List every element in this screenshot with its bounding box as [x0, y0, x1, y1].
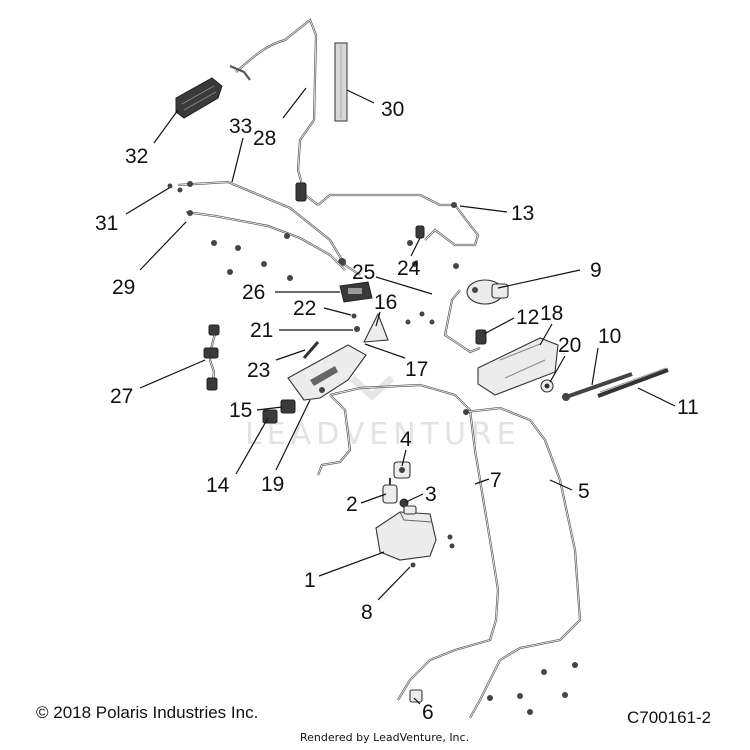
part-24-clip — [415, 225, 425, 239]
callout-28: 28 — [253, 127, 276, 150]
callout-11: 11 — [677, 396, 699, 419]
part-7-tube — [316, 383, 500, 701]
part-5-tube — [463, 406, 582, 719]
callout-27: 27 — [110, 385, 133, 408]
figure-id: C700161-2 — [627, 708, 712, 727]
watermark-logo — [349, 375, 395, 401]
callout-32: 32 — [125, 145, 148, 168]
callout-25: 25 — [352, 261, 375, 284]
callout-3: 3 — [425, 483, 437, 506]
callout-4: 4 — [400, 428, 412, 451]
part-29-harness — [185, 210, 346, 271]
part-31-screws — [167, 183, 183, 193]
part-19-plate — [287, 344, 367, 401]
copyright-text: © 2018 Polaris Industries Inc. — [36, 703, 259, 722]
part-28-hose — [229, 18, 319, 206]
callout-12: 12 — [516, 306, 539, 329]
callout-22: 22 — [293, 297, 316, 320]
part-22-nut — [351, 313, 357, 319]
callout-13: 13 — [511, 202, 534, 225]
part-8-screws — [410, 534, 455, 568]
callout-17: 17 — [405, 358, 428, 381]
part-6-nozzle — [409, 689, 423, 703]
part-21-screw — [354, 326, 360, 332]
callout-16: 16 — [374, 291, 397, 314]
leader-lines — [125, 87, 676, 705]
part-9-motor — [443, 279, 509, 354]
scattered-fasteners — [211, 233, 578, 715]
callout-31: 31 — [95, 212, 118, 235]
part-4-cap — [393, 461, 411, 479]
part-16-bracket — [363, 312, 389, 343]
part-10-wiper-arm — [562, 372, 633, 401]
callout-14: 14 — [206, 474, 230, 497]
part-30-rod — [334, 42, 348, 122]
callout-9: 9 — [590, 259, 602, 282]
callout-20: 20 — [558, 334, 581, 357]
callout-33: 33 — [229, 115, 252, 138]
part-13-harness — [317, 193, 480, 247]
part-20-grommet — [540, 379, 554, 393]
callout-5: 5 — [578, 480, 590, 503]
callout-18: 18 — [540, 302, 563, 325]
part-27-harness — [203, 324, 220, 391]
part-18-cover — [477, 337, 559, 396]
part-11-wiper-blade — [597, 367, 669, 398]
callout-21: 21 — [250, 319, 273, 342]
callout-30: 30 — [381, 98, 404, 121]
rendered-by-text: Rendered by LeadVenture, Inc. — [300, 731, 470, 744]
watermark: LEADVENTURE — [245, 417, 521, 452]
part-1-reservoir — [375, 505, 437, 561]
part-2-pump — [382, 478, 398, 504]
callout-29: 29 — [112, 276, 135, 299]
callout-10: 10 — [598, 325, 621, 348]
part-26-plate — [339, 281, 373, 303]
callout-1: 1 — [304, 569, 316, 592]
part-14-switch — [262, 409, 278, 424]
callout-23: 23 — [247, 359, 270, 382]
part-15-switch — [280, 399, 296, 414]
callout-2: 2 — [346, 493, 358, 516]
callout-6: 6 — [422, 701, 434, 724]
callouts: 1 2 3 4 5 6 7 8 9 10 11 12 13 14 15 16 1… — [95, 98, 699, 724]
callout-7: 7 — [490, 469, 502, 492]
callout-19: 19 — [261, 473, 284, 496]
part-32-connector — [175, 77, 223, 119]
part-23-clip — [302, 341, 320, 359]
callout-8: 8 — [361, 601, 373, 624]
callout-26: 26 — [242, 281, 265, 304]
callout-24: 24 — [397, 257, 421, 280]
callout-15: 15 — [229, 399, 252, 422]
part-12-clip — [475, 329, 487, 345]
